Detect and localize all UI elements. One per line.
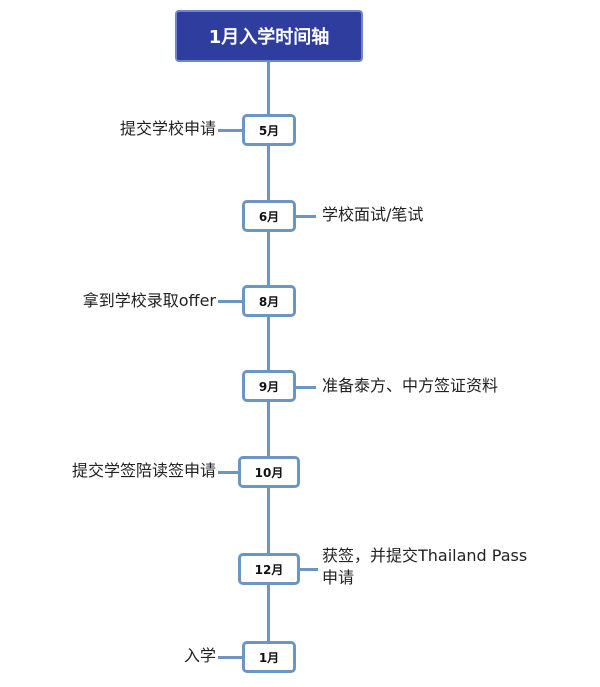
node-oct: 10月 [238,456,300,488]
connector-jun [296,215,316,218]
node-oct-label: 10月 [254,465,284,480]
node-jun: 6月 [242,200,296,232]
event-label-sep: 准备泰方、中方签证资料 [322,376,499,395]
node-may-label: 5月 [258,123,280,138]
node-sep-label: 9月 [258,379,280,394]
node-jan-label: 1月 [258,650,280,665]
event-label-dec-line2: 申请 [322,568,355,587]
node-aug-label: 8月 [258,294,280,309]
node-dec: 12月 [238,553,300,585]
node-jan: 1月 [242,641,296,673]
event-label-dec-line1: 获签，并提交Thailand Pass [322,546,528,565]
connector-oct [218,471,238,474]
event-label-jan: 入学 [183,646,216,665]
connector-sep [296,386,316,389]
connector-dec [300,568,318,571]
timeline-title-text: 1月入学时间轴 [208,27,330,48]
timeline-spine [267,60,270,660]
timeline-title: 1月入学时间轴 [175,10,363,62]
node-dec-label: 12月 [254,562,284,577]
event-label-aug: 拿到学校录取offer [82,291,216,310]
event-label-may: 提交学校申请 [119,119,216,138]
connector-aug [218,300,242,303]
event-label-jun: 学校面试/笔试 [322,205,424,224]
node-jun-label: 6月 [258,209,280,224]
connector-may [218,129,242,132]
connector-jan [218,656,242,659]
node-aug: 8月 [242,285,296,317]
node-sep: 9月 [242,370,296,402]
node-may: 5月 [242,114,296,146]
event-label-oct: 提交学签陪读签申请 [71,461,216,480]
event-label-dec: 获签，并提交Thailand Pass 申请 [322,545,572,589]
